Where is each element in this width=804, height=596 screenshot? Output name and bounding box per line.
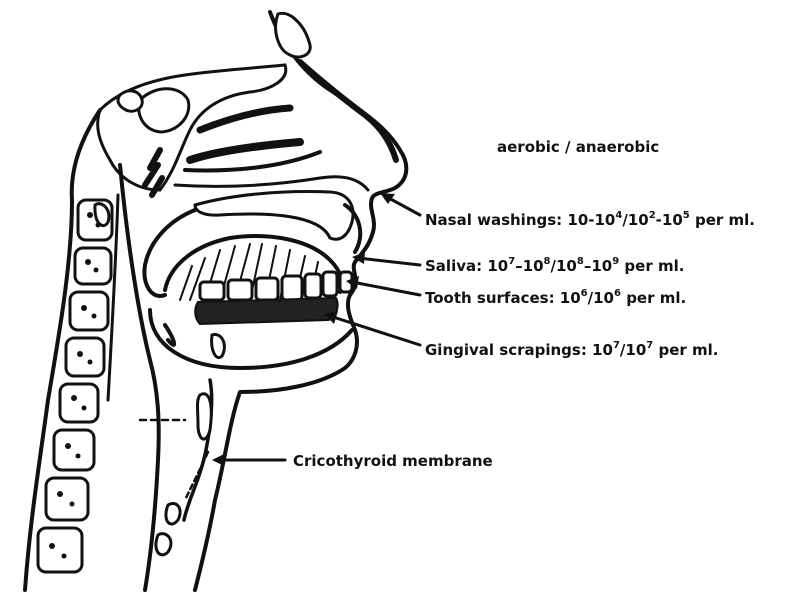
soft-palate	[144, 210, 195, 296]
anatomy-drawing	[25, 12, 406, 590]
teeth	[200, 272, 352, 300]
label-gingival-scrapings: Gingival scrapings: 107/107 per ml.	[425, 340, 718, 359]
arrowhead-nasal	[380, 193, 395, 204]
label-nasal-washings: Nasal washings: 10-104/102-105 per ml.	[425, 210, 755, 229]
dens	[95, 204, 109, 226]
middle-turbinate	[190, 142, 300, 160]
label-tooth-surfaces: Tooth surfaces: 106/106 per ml.	[425, 288, 686, 307]
arrow-saliva	[358, 258, 420, 265]
arrowhead-crico	[212, 454, 224, 466]
bone-cavity	[118, 91, 142, 111]
label-saliva: Saliva: 107–108/108–109 per ml.	[425, 256, 684, 275]
nasal-cavity-floor	[175, 177, 368, 190]
frontal-sinus	[276, 13, 311, 57]
vocal-fold	[198, 394, 212, 439]
hyoid	[165, 325, 174, 345]
pharynx-posterior	[120, 165, 159, 590]
hard-palate	[195, 192, 353, 240]
gingiva	[195, 298, 337, 324]
superior-turbinate	[200, 108, 290, 130]
trachea-rings	[156, 503, 180, 554]
epiglottis	[212, 335, 225, 358]
label-cricothyroid-membrane: Cricothyroid membrane	[293, 452, 493, 470]
pointer-arrows	[212, 193, 420, 466]
arrow-tooth	[352, 282, 420, 295]
header-aerobic-anaerobic: aerobic / anaerobic	[497, 138, 659, 156]
nasal-bone	[300, 62, 396, 160]
